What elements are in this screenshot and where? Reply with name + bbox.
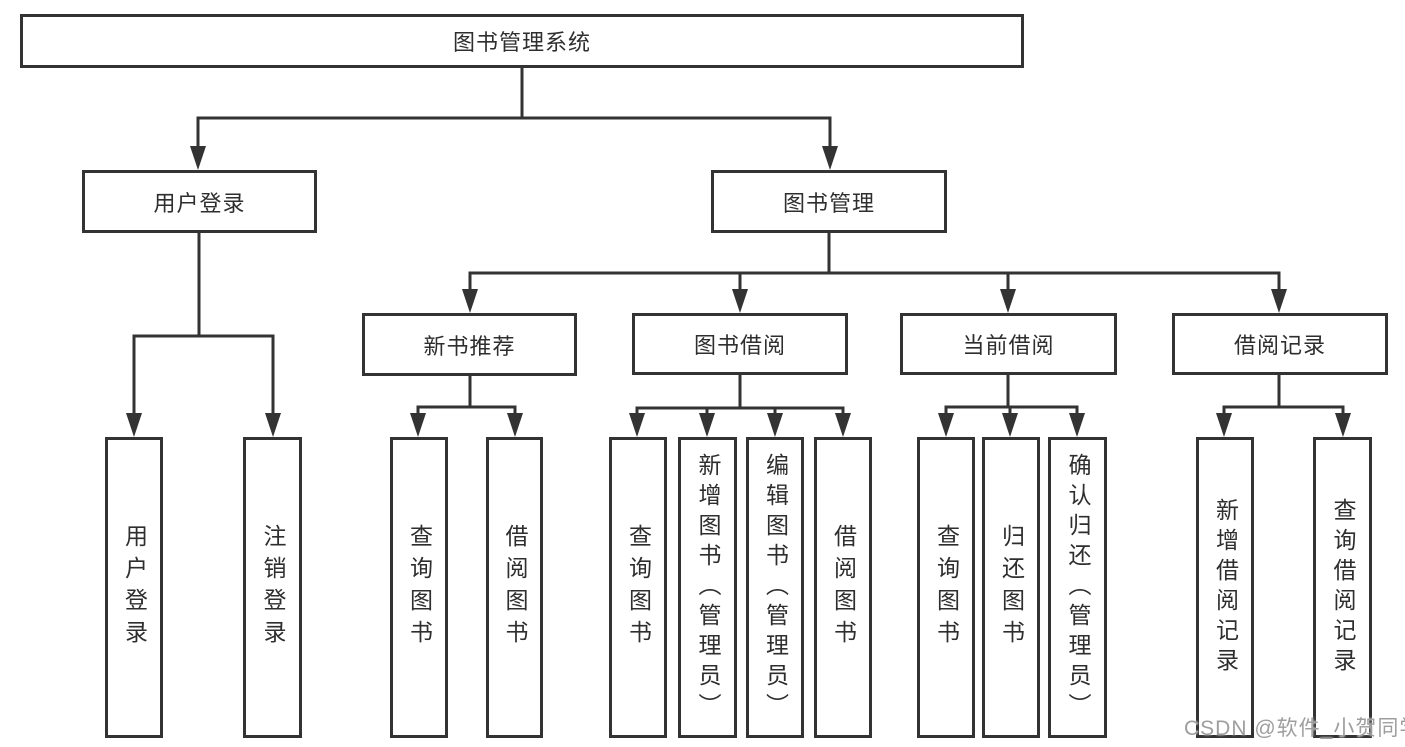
node-label: 确认归还（管理员）	[1065, 452, 1091, 723]
leaf-edit-book-admin: 编辑图书（管理员）	[746, 437, 804, 738]
node-label: 借阅记录	[1233, 333, 1326, 358]
leaf-return-book: 归还图书	[982, 437, 1040, 738]
node-label: 查询借阅记录	[1330, 497, 1356, 678]
node-label: 查询图书	[406, 523, 433, 652]
leaf-borrow-book-1: 借阅图书	[486, 437, 543, 738]
node-label: 借阅图书	[830, 523, 857, 652]
connector-root	[196, 66, 832, 150]
leaf-logout: 注销登录	[243, 437, 302, 738]
node-label: 查询图书	[933, 523, 960, 652]
connector-borrow-record	[1222, 374, 1345, 417]
node-label: 用户登录	[153, 190, 246, 216]
node-label: 查询图书	[625, 523, 652, 652]
connector-book-borrow	[635, 374, 845, 417]
node-label: 归还图书	[998, 523, 1025, 652]
leaf-query-book-1: 查询图书	[390, 437, 448, 738]
node-current-borrow: 当前借阅	[900, 313, 1117, 375]
node-label: 新书推荐	[423, 333, 516, 359]
leaf-add-book-admin: 新增图书（管理员）	[678, 437, 737, 738]
node-label: 图书管理	[782, 190, 875, 216]
connector-user-login	[132, 231, 275, 417]
node-label: 注销登录	[260, 523, 286, 652]
leaf-query-book-3: 查询图书	[917, 437, 975, 738]
leaf-borrow-book-2: 借阅图书	[814, 437, 872, 738]
leaf-user-login: 用户登录	[105, 437, 163, 738]
node-borrow-record: 借阅记录	[1172, 313, 1388, 375]
node-label: 用户登录	[121, 523, 148, 652]
leaf-add-borrow-record: 新增借阅记录	[1196, 437, 1254, 738]
node-label: 新增借阅记录	[1212, 497, 1239, 678]
leaf-query-borrow-record: 查询借阅记录	[1313, 437, 1372, 738]
node-new-book-recommend: 新书推荐	[362, 313, 577, 376]
csdn-watermark: CSDN @软件_小贺同学	[1184, 717, 1405, 740]
leaf-confirm-return-admin: 确认归还（管理员）	[1048, 437, 1107, 738]
node-label: 图书借阅	[693, 333, 786, 358]
node-label: 借阅图书	[502, 523, 528, 652]
connector-current-borrow	[944, 374, 1079, 417]
connector-new-book-recommend	[416, 374, 517, 417]
node-label: 编辑图书（管理员）	[762, 452, 789, 723]
node-book-management: 图书管理	[711, 170, 947, 233]
node-book-borrow: 图书借阅	[632, 313, 848, 375]
node-label: 新增图书（管理员）	[695, 452, 721, 723]
leaf-query-book-2: 查询图书	[609, 437, 667, 738]
node-label: 图书管理系统	[452, 30, 591, 55]
node-root-library-system: 图书管理系统	[20, 14, 1024, 68]
node-user-login: 用户登录	[82, 170, 317, 233]
connector-book-management	[468, 231, 1281, 293]
node-label: 当前借阅	[962, 333, 1055, 358]
